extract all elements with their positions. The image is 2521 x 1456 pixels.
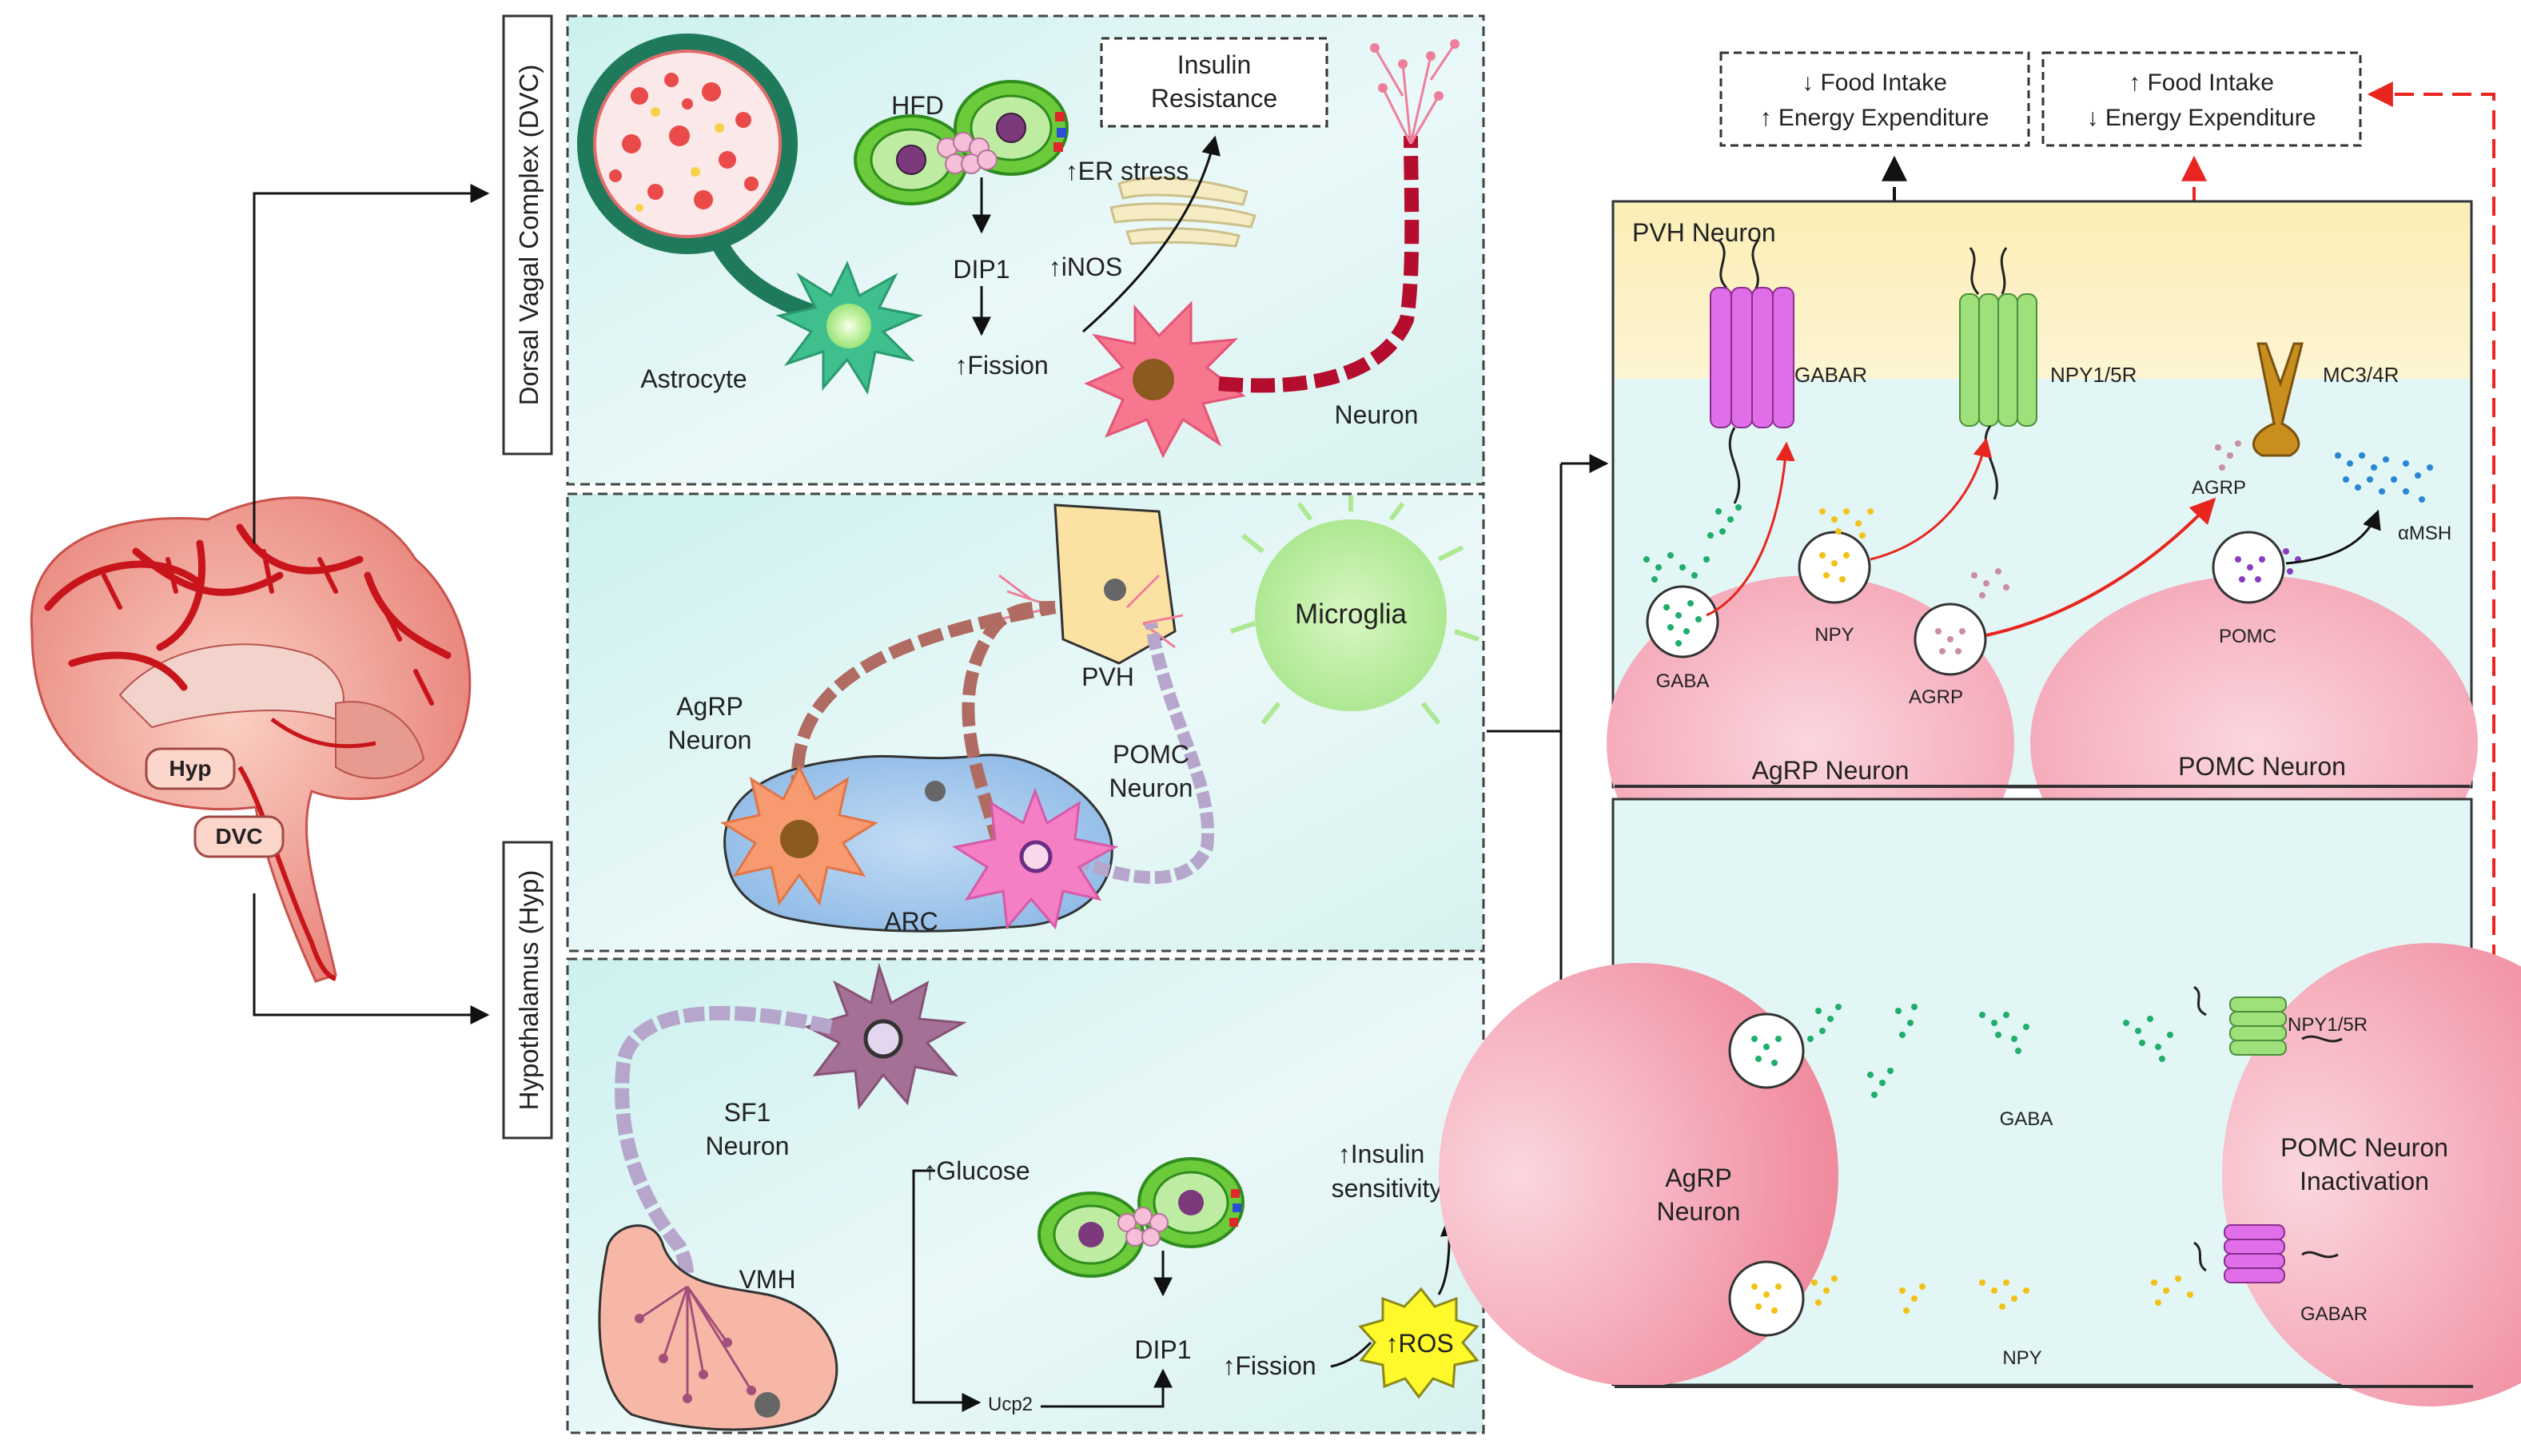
- side-label-hyp-box: Hypothalamus (Hyp): [502, 841, 553, 1140]
- mc34r-label: MC3/4R: [2323, 363, 2399, 387]
- agrp-neuron-label-line1: AgRP: [676, 692, 743, 721]
- mc34r-receptor: [2252, 342, 2304, 457]
- gaba-vesicle-pvh: [1646, 585, 1719, 658]
- amsh-dots-pvh: [2335, 452, 2433, 503]
- glucose-label: ↑Glucose: [923, 1156, 1030, 1185]
- pomc-neuron-body-label: POMC Neuron: [2178, 752, 2346, 781]
- pomc-neuron-label-line2: Neuron: [1109, 774, 1193, 802]
- npy15r-label-pvh: NPY1/5R: [2050, 363, 2137, 387]
- insulin-sensitivity-line2: sensitivity: [1332, 1174, 1443, 1203]
- neuron-label-dvc: Neuron: [1335, 400, 1419, 429]
- arc-label: ARC: [884, 907, 938, 936]
- insulin-sensitivity-line1: ↑Insulin: [1338, 1140, 1425, 1168]
- feedback-arrow-pomc-inactivation: [2367, 82, 2495, 1184]
- hfd-label: HFD: [891, 91, 944, 120]
- npy-vesicle-pvh: [1798, 531, 1871, 604]
- npy15r-receptor-inact: [2229, 997, 2287, 1056]
- side-label-dvc-box: Dorsal Vagal Complex (DVC): [502, 14, 553, 455]
- agrp-neuron-label-line2: Neuron: [668, 726, 752, 754]
- agrp-dots-pvh: [1935, 440, 2241, 654]
- pomc-inactivation-line1: POMC Neuron: [2280, 1133, 2448, 1162]
- ros-burst: [1358, 1287, 1480, 1399]
- astrocyte-label: Astrocyte: [640, 364, 747, 393]
- npy-vesicle-inact: [1728, 1260, 1805, 1337]
- gaba-vesicle-inact: [1728, 1012, 1805, 1089]
- npy15r-label-inact: NPY1/5R: [2288, 1014, 2368, 1036]
- npy-dots-pvh: [1819, 508, 1874, 583]
- brain-dvc-label: DVC: [215, 824, 262, 849]
- outcome-left-line2: ↑ Energy Expenditure: [1760, 105, 1989, 131]
- gaba-label-inact: GABA: [2000, 1108, 2053, 1130]
- brain-connectors: [253, 184, 490, 1024]
- ros-label: ↑ROS: [1385, 1329, 1453, 1358]
- panel-arc: Microglia PVH ARC AgRP Neuron POMC Neuro…: [566, 492, 1485, 953]
- endoplasmic-reticulum: [1109, 177, 1257, 248]
- fission-label-vmh: ↑Fission: [1222, 1351, 1316, 1380]
- mitochondria-vmh: [1037, 1157, 1245, 1278]
- insulin-resistance-line2: Resistance: [1151, 84, 1277, 113]
- vmh-label: VMH: [739, 1265, 795, 1294]
- er-stress-label: ↑ER stress: [1065, 157, 1189, 185]
- gaba-dots-inact: [1751, 1004, 2173, 1098]
- npy-label-inact: NPY: [2002, 1347, 2041, 1369]
- brain-hyp-label: Hyp: [169, 756, 212, 781]
- ucp2-label: Ucp2: [988, 1394, 1033, 1415]
- npy15r-receptor: [1959, 247, 2037, 500]
- pvh-label: PVH: [1081, 662, 1134, 691]
- brain-illustration: Hyp DVC: [30, 496, 472, 983]
- agrp-neuron-inact-line1: AgRP: [1665, 1164, 1732, 1192]
- insulin-resistance-box: [1100, 37, 1328, 128]
- pomc-dots-pvh: [2235, 548, 2301, 583]
- outcome-right-line1: ↑ Food Intake: [2129, 70, 2274, 96]
- sf1-label-line1: SF1: [724, 1098, 771, 1127]
- agrp-peptide-label: AGRP: [2192, 477, 2246, 499]
- panel-dvc: Astrocyte HFD Insulin Resistance ↑ER str…: [566, 14, 1485, 486]
- npy-label-pvh: NPY: [1814, 624, 1854, 646]
- insulin-resistance-line1: Insulin: [1177, 50, 1252, 79]
- side-label-dvc: Dorsal Vagal Complex (DVC): [514, 65, 544, 406]
- microglia-cell: [1230, 495, 1480, 725]
- agrp-neuron-body-label: AgRP Neuron: [1752, 756, 1910, 785]
- gabar-label: GABAR: [1794, 363, 1867, 387]
- microglia-label: Microglia: [1295, 599, 1408, 630]
- outcome-box-left: ↓ Food Intake ↑ Energy Expenditure: [1719, 51, 2030, 147]
- red-blood-cells: [609, 73, 759, 209]
- brain-hyp-tag: [145, 747, 236, 790]
- npy-dots-inact: [1751, 1275, 2193, 1314]
- agrp-neuron-inact-line2: Neuron: [1657, 1197, 1741, 1226]
- gabar-receptor-inact: [2224, 1224, 2285, 1283]
- brain-dvc-tag: [193, 815, 285, 858]
- gaba-dots-pvh: [1643, 504, 1742, 646]
- sf1-label-line2: Neuron: [706, 1132, 790, 1160]
- pomc-neuron-body-inact: [2222, 943, 2521, 1406]
- gabar-label-inact: GABAR: [2300, 1303, 2368, 1325]
- gabar-receptor: [1710, 238, 1794, 504]
- panel-vmh: SF1 Neuron VMH ↑Glucose Ucp2 DIP1: [566, 957, 1485, 1434]
- agrp-vesicle-label: AGRP: [1909, 686, 1963, 708]
- pomc-neuron-label-line1: POMC: [1113, 740, 1189, 769]
- side-label-hyp: Hypothalamus (Hyp): [514, 870, 544, 1111]
- mitochondria-dvc: [854, 80, 1069, 205]
- pvh-neuron-label: PVH Neuron: [1632, 218, 1776, 247]
- dip1-label-vmh: DIP1: [1134, 1335, 1191, 1364]
- dip1-label-dvc: DIP1: [953, 255, 1010, 284]
- outcome-left-line1: ↓ Food Intake: [1802, 70, 1947, 96]
- panel-pomc-inactivation: AgRP Neuron POMC Neuron Inactivation GAB…: [1439, 798, 2521, 1406]
- amsh-label: αMSH: [2398, 523, 2451, 544]
- pomc-vesicle-label: POMC: [2219, 626, 2276, 647]
- pomc-inactivation-line2: Inactivation: [2300, 1167, 2429, 1195]
- inos-label: ↑iNOS: [1049, 253, 1122, 281]
- gaba-label-pvh: GABA: [1656, 670, 1710, 692]
- outcome-box-right: ↑ Food Intake ↓ Energy Expenditure: [2041, 51, 2362, 147]
- fission-label-dvc: ↑Fission: [954, 351, 1048, 380]
- outcome-right-line2: ↓ Energy Expenditure: [2087, 105, 2316, 131]
